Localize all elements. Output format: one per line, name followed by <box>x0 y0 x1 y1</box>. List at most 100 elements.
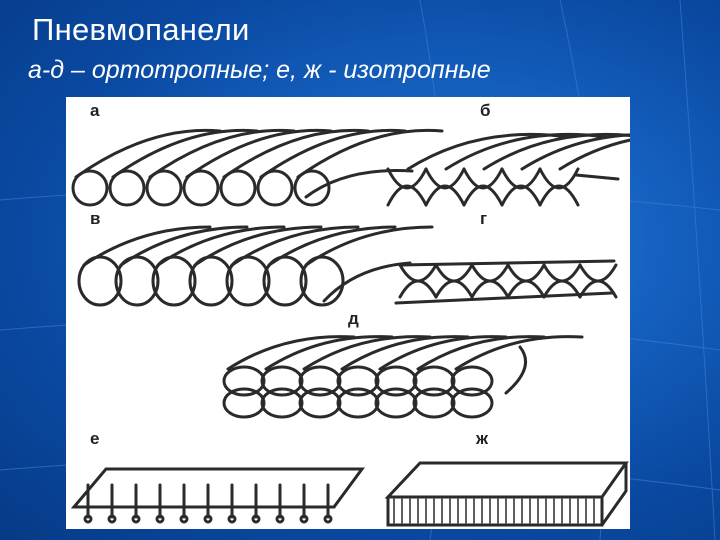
oval-tube <box>151 255 197 307</box>
tube-circle <box>219 169 257 207</box>
tube-top-line <box>259 128 407 179</box>
tube-end-line <box>304 169 414 199</box>
slab-pin-head <box>155 514 165 524</box>
braid-lower-arc <box>424 167 466 190</box>
double-tube-top-line <box>226 335 356 371</box>
box-side-face <box>600 461 628 527</box>
panel-label-b: б <box>480 101 491 120</box>
slab-pin-head <box>179 514 189 524</box>
double-tube-lower <box>450 387 494 419</box>
braid-lower-arc <box>462 167 504 190</box>
panel-label-g: г <box>480 209 488 228</box>
lattice-arc-up <box>470 279 510 299</box>
double-tube-upper <box>336 365 380 397</box>
tube-top-line <box>185 128 333 179</box>
slab-pin-head <box>107 514 117 524</box>
slab-top-face <box>70 467 365 509</box>
panel-label-e: е <box>90 429 100 448</box>
tube-circle <box>293 169 331 207</box>
slab-pin-head <box>83 514 93 524</box>
lattice-arc-down <box>506 263 546 283</box>
tube-circle <box>108 169 146 207</box>
tube-top-line <box>74 128 222 179</box>
lattice-arc-down <box>470 263 510 283</box>
braid-lower-arc <box>386 167 428 190</box>
double-tube-upper <box>222 365 266 397</box>
double-tube-upper <box>450 365 494 397</box>
box-top-face <box>384 461 629 499</box>
braid-upper-arc <box>462 184 504 207</box>
panel-b-drawing <box>386 132 630 207</box>
double-tube-top-line <box>416 335 546 371</box>
braid-upper-arc <box>424 184 466 207</box>
double-tube-lower <box>374 387 418 419</box>
oval-tube <box>188 255 234 307</box>
braid-upper-arc <box>500 184 542 207</box>
lattice-arc-down <box>434 263 474 283</box>
oval-top-line <box>230 225 360 267</box>
lattice-arc-up <box>506 279 546 299</box>
lattice-top-edge <box>398 259 616 267</box>
panel-drawings <box>70 128 630 527</box>
double-tube-upper <box>298 365 342 397</box>
double-tube-lower <box>412 387 456 419</box>
lattice-bottom-edge <box>394 291 614 305</box>
double-tube-top-line <box>340 335 470 371</box>
panel-d-drawing <box>222 335 584 419</box>
double-tube-top-line <box>378 335 508 371</box>
slab-pin-head <box>299 514 309 524</box>
double-tube-end-line <box>504 345 528 395</box>
braid-upper-arc <box>386 184 428 207</box>
tube-top-line <box>148 128 296 179</box>
double-tube-top-line <box>302 335 432 371</box>
braid-lower-arc <box>538 167 580 190</box>
braid-top-line <box>520 133 630 171</box>
double-tube-top-line <box>454 335 584 371</box>
panel-label-a: а <box>90 101 100 120</box>
double-tube-upper <box>374 365 418 397</box>
oval-top-line <box>156 225 286 267</box>
braid-upper-arc <box>538 184 580 207</box>
oval-top-line <box>267 225 397 267</box>
slab-pin-head <box>275 514 285 524</box>
slab-pin-head <box>227 514 237 524</box>
braid-top-line <box>558 138 630 171</box>
slab-pin-head <box>203 514 213 524</box>
slab-pin-head <box>251 514 261 524</box>
double-tube-lower <box>222 387 266 419</box>
panel-label-zh: ж <box>476 429 489 448</box>
tube-top-line <box>111 128 259 179</box>
slab-pin-head <box>131 514 141 524</box>
lattice-arc-up <box>434 279 474 299</box>
tube-circle <box>71 169 109 207</box>
oval-tube <box>225 255 271 307</box>
oval-top-line <box>82 225 212 267</box>
box-front-face <box>386 495 604 527</box>
panel-zh-drawing <box>384 461 629 527</box>
double-tube-upper <box>260 365 304 397</box>
tube-circle <box>145 169 183 207</box>
braid-top-line <box>444 132 608 171</box>
oval-tube <box>114 255 160 307</box>
tube-top-line <box>222 128 370 179</box>
double-tube-top-line <box>264 335 394 371</box>
slide-subtitle: а-д – ортотропные; е, ж - изотропные <box>28 56 491 84</box>
pneumopanel-figure: а б в г д е ж <box>66 97 630 529</box>
lattice-arc-up <box>398 279 438 299</box>
braid-lower-arc <box>500 167 542 190</box>
double-tube-lower <box>298 387 342 419</box>
oval-tube <box>77 255 123 307</box>
slab-pin-head <box>323 514 333 524</box>
panel-e-drawing <box>70 467 365 524</box>
tube-circle <box>256 169 294 207</box>
tube-top-line <box>296 128 444 179</box>
oval-top-line <box>193 225 323 267</box>
oval-top-line <box>119 225 249 267</box>
oval-tube <box>299 255 345 307</box>
lattice-arc-down <box>578 263 618 283</box>
panel-label-v: в <box>90 209 101 228</box>
double-tube-upper <box>412 365 456 397</box>
lattice-arc-down <box>398 263 438 283</box>
lattice-arc-down <box>542 263 582 283</box>
oval-top-line <box>304 225 434 267</box>
